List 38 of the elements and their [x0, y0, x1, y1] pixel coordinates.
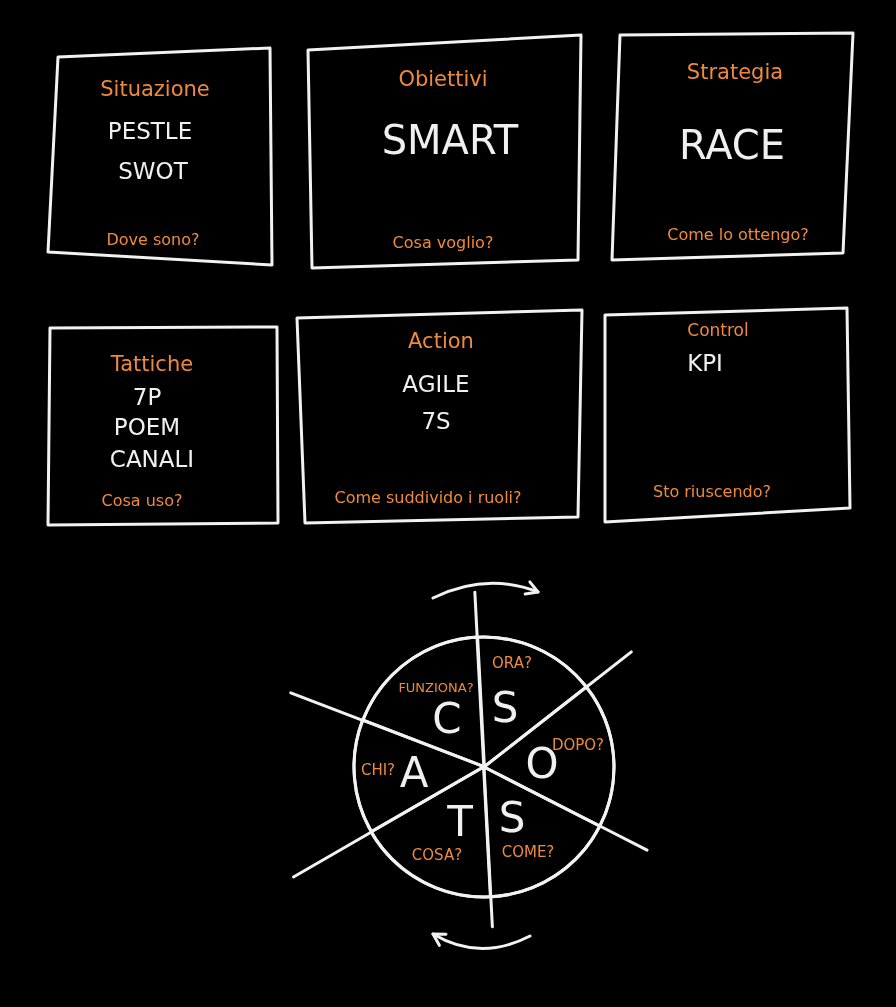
guiding-question: Come suddivido i ruoli? [334, 489, 522, 507]
guiding-question: Cosa voglio? [392, 234, 494, 252]
sector-question: CHI? [360, 761, 396, 779]
phase-box [609, 30, 856, 263]
phase-box [45, 45, 275, 268]
guiding-question: Dove sono? [106, 231, 200, 249]
phase-title: Control [687, 320, 749, 340]
guiding-question: Come lo ottengo? [667, 226, 809, 244]
method-label: SMART [381, 118, 519, 162]
phase-title: Obiettivi [398, 68, 488, 92]
sector-question: COSA? [411, 846, 463, 864]
method-label: SWOT [118, 159, 188, 185]
phase-box [294, 307, 585, 526]
method-label: KPI [687, 351, 723, 377]
phase-box [45, 324, 281, 528]
method-label: 7S [421, 409, 451, 435]
sector-question: FUNZIONA? [398, 680, 474, 696]
phase-title: Strategia [686, 61, 784, 85]
guiding-question: Cosa uso? [101, 492, 183, 510]
phase-title: Action [408, 330, 474, 354]
method-label: PESTLE [107, 119, 193, 145]
sector-question: ORA? [492, 654, 532, 672]
sector-question: COME? [501, 843, 555, 861]
sector-letter: S [491, 684, 519, 732]
phase-box [602, 305, 853, 525]
phase-title: Situazione [100, 78, 210, 102]
sector-letter: C [432, 695, 462, 743]
method-label: CANALI [109, 447, 195, 473]
method-label: RACE [679, 123, 785, 167]
phase-box [305, 32, 584, 271]
sector-letter: S [498, 794, 526, 842]
guiding-question: Sto riuscendo? [653, 483, 771, 501]
sector-letter: T [447, 798, 473, 846]
sector-letter: A [399, 749, 429, 797]
phase-title: Tattiche [110, 353, 194, 377]
method-label: 7P [132, 385, 162, 411]
method-label: POEM [113, 415, 181, 441]
method-label: AGILE [402, 372, 470, 398]
